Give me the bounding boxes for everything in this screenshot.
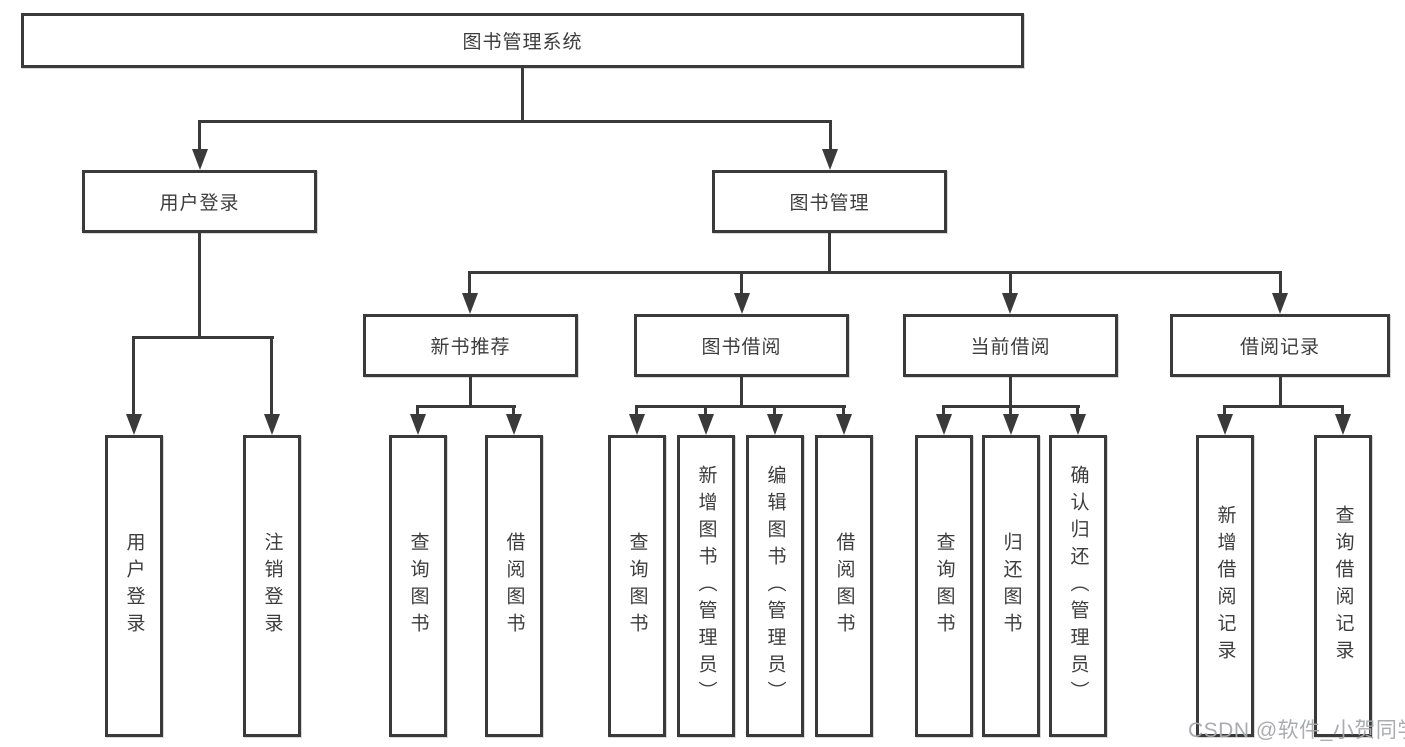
leaf-query-books-2: 查询图书 (608, 435, 666, 737)
connector-line (416, 405, 419, 417)
connector-line (740, 271, 743, 296)
node-book-management: 图书管理 (712, 170, 947, 233)
connector-line (132, 336, 135, 416)
arrowhead-down-icon (1003, 414, 1019, 435)
connector-line (1279, 271, 1282, 296)
arrowhead-down-icon (734, 293, 750, 314)
connector-line (773, 405, 776, 417)
arrowhead-down-icon (1272, 293, 1288, 314)
arrowhead-down-icon (1002, 293, 1018, 314)
leaf-borrow-books-2-label: 借阅图书 (833, 532, 855, 640)
connector-line (1223, 405, 1226, 417)
connector-line (635, 405, 638, 417)
leaf-confirm-return-admin: 确认归还（管理员） (1049, 435, 1107, 737)
arrowhead-down-icon (836, 414, 852, 435)
connector-line (133, 336, 274, 339)
leaf-query-books-1: 查询图书 (389, 435, 447, 737)
leaf-logout: 注销登录 (243, 435, 301, 737)
leaf-return-books-label: 归还图书 (1000, 532, 1022, 640)
leaf-query-books-3: 查询图书 (915, 435, 973, 737)
connector-line (636, 405, 846, 408)
node-current-borrowing: 当前借阅 (903, 314, 1118, 377)
connector-line (469, 377, 472, 408)
node-new-book-recommend: 新书推荐 (363, 314, 578, 377)
leaf-logout-label: 注销登录 (261, 532, 283, 640)
leaf-query-books-2-label: 查询图书 (626, 532, 648, 640)
connector-line (1009, 377, 1012, 408)
connector-line (468, 271, 471, 296)
leaf-add-borrow-record-label: 新增借阅记录 (1214, 505, 1236, 667)
connector-line (1076, 405, 1079, 417)
connector-line (1341, 405, 1344, 417)
connector-line (842, 405, 845, 417)
arrowhead-down-icon (462, 293, 478, 314)
connector-line (829, 120, 832, 152)
node-new-book-recommend-label: 新书推荐 (430, 337, 511, 358)
csdn-watermark: CSDN @软件_小贺同学 (1188, 719, 1405, 742)
node-user-login: 用户登录 (82, 170, 317, 233)
connector-line (1279, 377, 1282, 408)
connector-line (942, 405, 945, 417)
node-root: 图书管理系统 (21, 13, 1024, 68)
node-root-label: 图书管理系统 (462, 32, 583, 53)
arrowhead-down-icon (192, 149, 208, 170)
connector-line (828, 233, 831, 274)
arrowhead-down-icon (767, 414, 783, 435)
leaf-query-books-1-label: 查询图书 (407, 532, 429, 640)
leaf-return-books: 归还图书 (982, 435, 1040, 737)
leaf-query-borrow-record: 查询借阅记录 (1314, 435, 1372, 737)
node-user-login-label: 用户登录 (159, 193, 240, 214)
connector-line (469, 271, 1280, 274)
arrowhead-down-icon (1217, 414, 1233, 435)
node-book-borrowing-label: 图书借阅 (701, 337, 782, 358)
connector-line (740, 377, 743, 408)
arrowhead-down-icon (822, 149, 838, 170)
leaf-edit-books-admin-label: 编辑图书（管理员） (764, 464, 786, 708)
connector-line (198, 233, 201, 339)
connector-line (704, 405, 707, 417)
connector-line (1224, 405, 1343, 408)
connector-line (270, 336, 273, 416)
leaf-user-login: 用户登录 (105, 435, 163, 737)
connector-line (198, 120, 832, 123)
leaf-borrow-books-1: 借阅图书 (485, 435, 543, 737)
arrowhead-down-icon (936, 414, 952, 435)
leaf-edit-books-admin: 编辑图书（管理员） (746, 435, 804, 737)
node-current-borrowing-label: 当前借阅 (970, 337, 1051, 358)
arrowhead-down-icon (506, 414, 522, 435)
leaf-add-books-admin: 新增图书（管理员） (677, 435, 735, 737)
leaf-add-borrow-record: 新增借阅记录 (1196, 435, 1254, 737)
arrowhead-down-icon (629, 414, 645, 435)
connector-line (1009, 405, 1012, 417)
node-book-borrowing: 图书借阅 (634, 314, 849, 377)
connector-line (417, 405, 516, 408)
leaf-add-books-admin-label: 新增图书（管理员） (695, 464, 717, 708)
leaf-user-login-label: 用户登录 (123, 532, 145, 640)
leaf-confirm-return-admin-label: 确认归还（管理员） (1067, 464, 1089, 708)
arrowhead-down-icon (1070, 414, 1086, 435)
leaf-borrow-books-1-label: 借阅图书 (503, 532, 525, 640)
leaf-query-borrow-record-label: 查询借阅记录 (1332, 505, 1354, 667)
arrowhead-down-icon (126, 414, 142, 435)
leaf-query-books-3-label: 查询图书 (933, 532, 955, 640)
arrowhead-down-icon (264, 414, 280, 435)
node-book-management-label: 图书管理 (789, 193, 870, 214)
connector-line (512, 405, 515, 417)
connector-line (198, 120, 201, 152)
connector-line (521, 68, 524, 122)
connector-line (1009, 271, 1012, 296)
arrowhead-down-icon (1335, 414, 1351, 435)
node-borrow-records-label: 借阅记录 (1239, 337, 1320, 358)
arrowhead-down-icon (410, 414, 426, 435)
arrowhead-down-icon (698, 414, 714, 435)
node-borrow-records: 借阅记录 (1170, 314, 1390, 377)
leaf-borrow-books-2: 借阅图书 (815, 435, 873, 737)
